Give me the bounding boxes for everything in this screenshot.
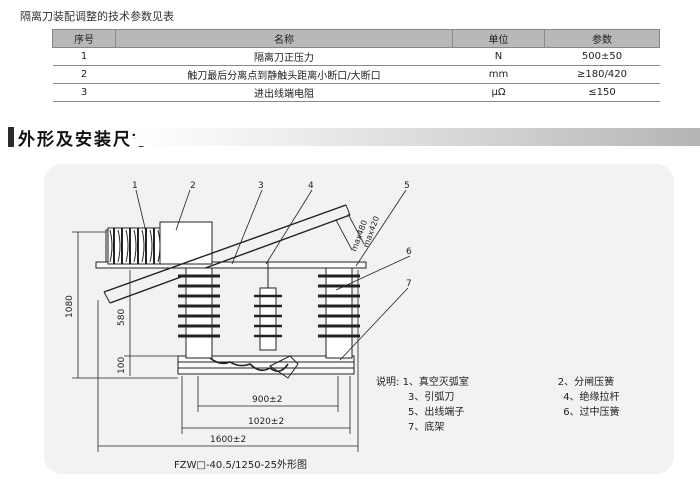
header-name: 名称 xyxy=(115,29,453,48)
right-insulator xyxy=(318,267,360,359)
legend: 说明: 1、真空灭弧室 2、分闸压簧 3、引弧刀 4、绝缘拉杆 5、出线端子 6… xyxy=(376,375,620,435)
drawing-panel xyxy=(44,164,674,474)
dim-580: 580 xyxy=(117,309,127,326)
section-marker xyxy=(8,127,14,147)
callout-1: 1 xyxy=(132,181,138,191)
callout-5: 5 xyxy=(404,181,410,191)
section-title: 外形及安装尺寸 xyxy=(18,130,151,150)
over-center-spring xyxy=(209,357,289,372)
section-header: 外形及安装尺寸 xyxy=(0,124,700,150)
dim-900: 900±2 xyxy=(252,395,282,405)
parameter-table: 序号 名称 单位 参数 1 隔离刀正压力 N 500±50 2 触刀最后分离点到… xyxy=(52,29,660,102)
callout-4: 4 xyxy=(308,181,314,191)
header-index: 序号 xyxy=(52,29,116,48)
callout-2: 2 xyxy=(190,181,196,191)
dim-1600: 1600±2 xyxy=(210,435,246,445)
legend-row: 7、底架 xyxy=(376,420,620,435)
section-gradient-band xyxy=(135,128,700,146)
legend-item: 2、分闸压簧 xyxy=(557,377,615,388)
horizontal-dimensions xyxy=(97,270,359,452)
insulating-rod xyxy=(254,262,282,351)
legend-prefix: 说明: xyxy=(376,377,400,388)
cell-unit: μΩ xyxy=(452,83,545,102)
legend-item: 3、引弧刀 xyxy=(408,392,455,403)
callout-6: 6 xyxy=(406,247,412,257)
legend-row: 说明: 1、真空灭弧室 2、分闸压簧 xyxy=(376,375,620,390)
arc-knife-blade xyxy=(103,204,351,304)
dim-100: 100 xyxy=(117,357,127,374)
stroke-dimensions xyxy=(335,213,365,251)
left-insulator xyxy=(178,267,220,359)
base-frame xyxy=(177,355,355,375)
cell-name: 进出线端电阻 xyxy=(115,83,453,102)
legend-item: 1、真空灭弧室 xyxy=(402,377,469,388)
table-caption: 隔离刀装配调整的技术参数见表 xyxy=(20,10,174,23)
legend-item: 4、绝缘拉杆 xyxy=(563,392,620,403)
spring-housing xyxy=(159,221,213,265)
cell-value: ≤150 xyxy=(544,83,660,102)
callout-7: 7 xyxy=(406,279,412,289)
vertical-dimensions xyxy=(72,231,178,379)
legend-item: 7、底架 xyxy=(408,422,445,433)
figure-caption: FZW□-40.5/1250-25外形图 xyxy=(174,460,307,471)
vacuum-interrupter xyxy=(107,227,165,265)
spring-arm xyxy=(269,355,299,379)
callout-leaders xyxy=(135,189,411,361)
dim-1020: 1020±2 xyxy=(248,417,284,427)
legend-row: 3、引弧刀 4、绝缘拉杆 xyxy=(376,390,620,405)
table-row: 1 隔离刀正压力 N 500±50 xyxy=(52,47,660,66)
legend-item: 5、出线端子 xyxy=(408,407,465,418)
table-row: 3 进出线端电阻 μΩ ≤150 xyxy=(52,83,660,102)
legend-item: 6、过中压簧 xyxy=(563,407,620,418)
header-value: 参数 xyxy=(544,29,660,48)
cell-index: 3 xyxy=(52,83,116,102)
table-header-row: 序号 名称 单位 参数 xyxy=(52,29,660,48)
callout-3: 3 xyxy=(258,181,264,191)
legend-row: 5、出线端子 6、过中压簧 xyxy=(376,405,620,420)
dim-1080: 1080 xyxy=(65,295,75,318)
